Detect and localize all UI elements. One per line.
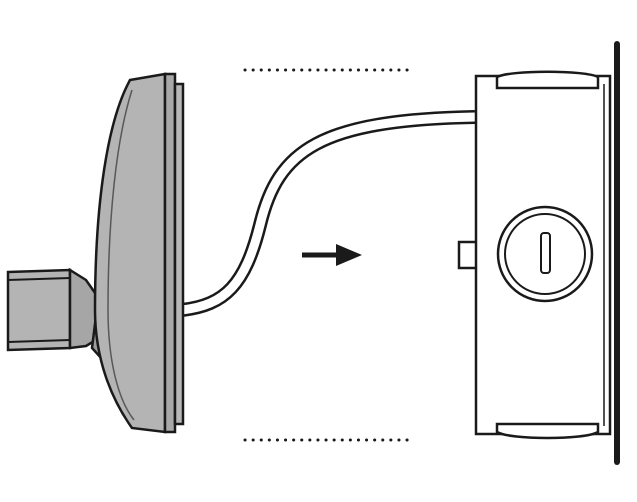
hood-with-connector-icon xyxy=(6,72,185,434)
direction-arrow-icon xyxy=(302,244,362,266)
junction-box-icon xyxy=(457,70,612,440)
cable-icon xyxy=(181,110,476,317)
key-lock-icon xyxy=(496,205,594,303)
connector-plug xyxy=(6,267,102,352)
